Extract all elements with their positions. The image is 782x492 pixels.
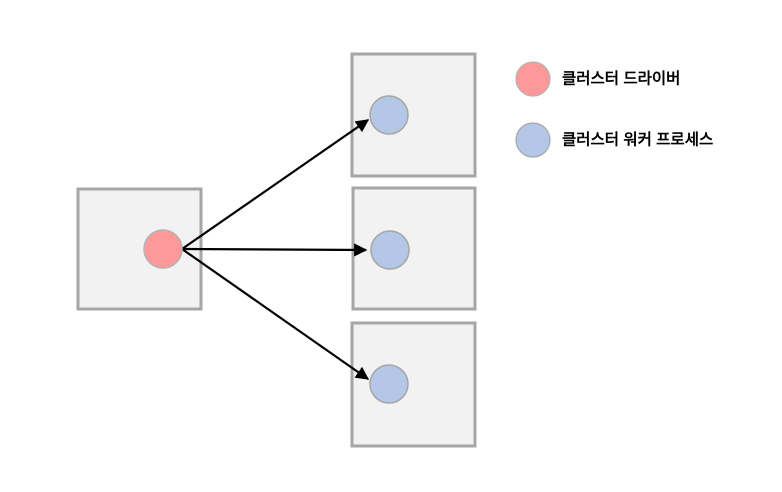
edge-driver-worker-1: [181, 119, 370, 250]
legend: 클러스터 드라이버 클러스터 워커 프로세스: [515, 61, 713, 158]
worker-node-2: [370, 230, 410, 270]
worker-node-1: [369, 95, 409, 135]
legend-label-worker: 클러스터 워커 프로세스: [562, 131, 713, 149]
legend-swatch-driver: [515, 61, 551, 97]
edge-driver-worker-3: [181, 248, 370, 380]
edge-driver-worker-2: [181, 243, 368, 257]
worker-node-3: [369, 364, 409, 404]
legend-swatch-worker: [515, 122, 551, 158]
driver-node: [143, 229, 183, 269]
legend-label-driver: 클러스터 드라이버: [562, 70, 680, 88]
